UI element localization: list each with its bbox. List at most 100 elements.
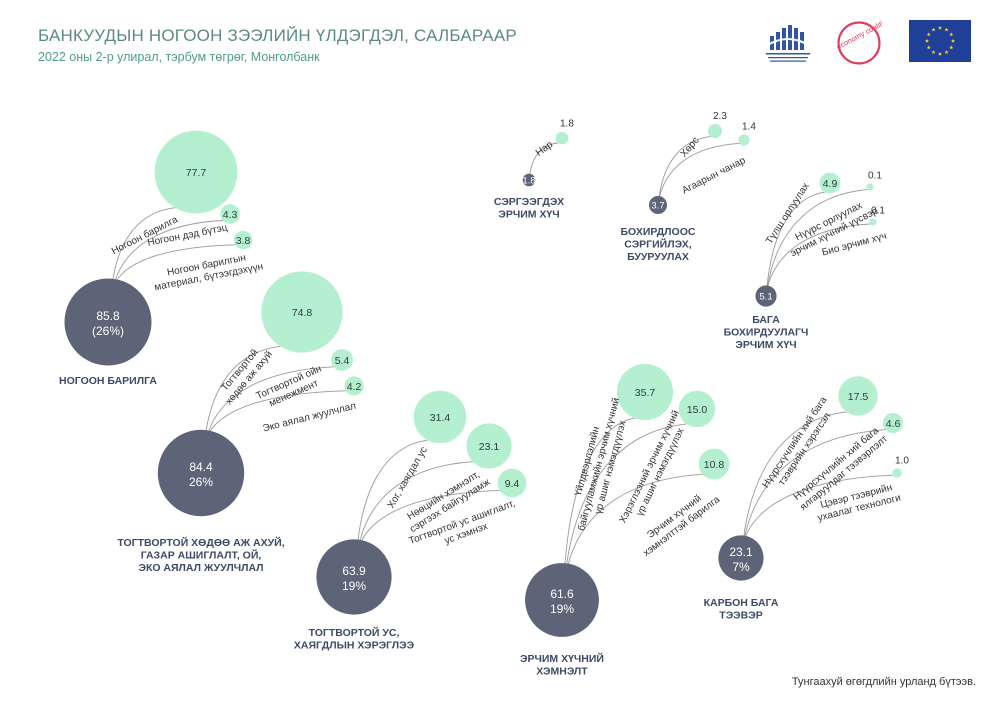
sector-name-line: БОХИРДЛООС bbox=[621, 226, 696, 238]
sub-bubble bbox=[331, 349, 353, 371]
sub-value-label: 4.9 bbox=[823, 178, 838, 190]
sector-name-line: СЭРГИЙЛЭХ, bbox=[624, 238, 692, 251]
eu-star-icon bbox=[944, 27, 949, 32]
sub-bubble bbox=[466, 423, 512, 469]
sub-bubble bbox=[698, 448, 730, 480]
sector-name-line: ЭРЧИМ ХҮЧНИЙ bbox=[520, 652, 604, 665]
sector-name-label: НОГООН БАРИЛГА bbox=[59, 375, 157, 387]
sector-bubble bbox=[718, 535, 764, 581]
sector-name-line: ЭРЧИМ ХҮЧ bbox=[498, 209, 559, 221]
page-subtitle: 2022 оны 2-р улирал, тэрбум төгрөг, Монг… bbox=[38, 50, 320, 64]
sub-bubble bbox=[838, 376, 878, 416]
eu-flag-icon bbox=[909, 20, 971, 62]
sub-bubble bbox=[413, 390, 467, 444]
connector-line bbox=[115, 244, 236, 284]
eu-star-icon bbox=[924, 38, 930, 43]
sub-name-label: Тогтвортой ойнменежмент bbox=[255, 363, 329, 413]
sub-bubble bbox=[344, 376, 364, 396]
sub-value-label: 31.4 bbox=[430, 412, 451, 424]
sector-name-line: БОХИРДУУЛАГЧ bbox=[724, 327, 809, 339]
sub-value-label: 15.0 bbox=[687, 404, 708, 416]
sector-bubble bbox=[755, 285, 777, 307]
sector-share-label: 19% bbox=[550, 602, 574, 616]
sub-value-label: 5.4 bbox=[335, 355, 350, 367]
eu-star-icon bbox=[944, 50, 949, 55]
sub-value-label: 35.7 bbox=[635, 387, 656, 399]
sub-bubble bbox=[882, 412, 904, 434]
gcc-logo-icon bbox=[765, 25, 811, 62]
sector-name-label: ТОГТВОРТОЙ ХӨДӨӨ АЖ АХУЙ,ГАЗАР АШИГЛАЛТ,… bbox=[117, 536, 284, 574]
connector-line bbox=[766, 191, 825, 287]
sector-value-label: 85.8 bbox=[96, 309, 120, 323]
connector-line bbox=[567, 473, 703, 567]
sub-bubble bbox=[555, 131, 569, 145]
sub-name-label: Хөрс bbox=[679, 135, 702, 160]
sub-bubble bbox=[233, 230, 253, 250]
sub-value-label: 74.8 bbox=[292, 307, 313, 319]
eu-star-icon bbox=[926, 45, 931, 50]
sub-bubble bbox=[866, 183, 874, 191]
sector-share-label: 26% bbox=[189, 475, 213, 489]
sub-value-label: 3.8 bbox=[236, 235, 251, 247]
eu-star-icon bbox=[931, 50, 936, 55]
sub-value-label: 1.4 bbox=[742, 121, 756, 132]
sector-bubble bbox=[525, 563, 599, 637]
sector-name-label: ТОГТВОРТОЙ УС,ХАЯГДЛЫН ХЭРЭГЛЭЭ bbox=[294, 626, 415, 652]
source-note: Тунгаахуй өгөгдлийн урланд бүтээв. bbox=[791, 676, 976, 688]
sub-name-label: Ногоон барилгынматериал, бүтээгдэхүүн bbox=[151, 249, 264, 294]
sector-name-line: ТОГТВОРТОЙ ХӨДӨӨ АЖ АХУЙ, bbox=[117, 536, 284, 549]
sub-value-label: 2.3 bbox=[713, 111, 727, 122]
connector-line bbox=[529, 142, 559, 175]
sector-name-line: СЭРГЭЭГДЭХ bbox=[494, 196, 564, 208]
sector-share-label: 19% bbox=[342, 579, 366, 593]
sub-bubble bbox=[261, 271, 343, 353]
sub-name-line: Агаарын чанар bbox=[680, 155, 747, 197]
sub-value-label: 9.4 bbox=[505, 478, 520, 490]
connector-line bbox=[743, 429, 886, 538]
sub-value-label: 4.6 bbox=[886, 418, 901, 430]
eu-star-icon bbox=[949, 45, 954, 50]
sub-bubble bbox=[707, 123, 723, 139]
sector-name-line: ТЭЭВЭР bbox=[719, 610, 762, 622]
connector-layer bbox=[111, 136, 893, 567]
sub-value-label: 1.0 bbox=[895, 455, 909, 466]
sector-name-line: ТОГТВОРТОЙ УС, bbox=[309, 626, 400, 639]
connector-line bbox=[205, 345, 281, 435]
connector-line bbox=[564, 417, 635, 567]
sub-value-label: 77.7 bbox=[186, 167, 207, 179]
connector-line bbox=[744, 474, 893, 538]
connector-line bbox=[207, 366, 334, 435]
sector-value-label: 23.1 bbox=[729, 545, 753, 559]
sector-value-label: 61.6 bbox=[550, 587, 574, 601]
sub-bubble bbox=[220, 204, 240, 224]
connector-line bbox=[114, 220, 223, 283]
sub-bubble bbox=[819, 172, 841, 194]
sector-share-label: (26%) bbox=[92, 324, 124, 338]
sector-name-line: ЭРЧИМ ХҮЧ bbox=[735, 339, 796, 351]
eu-star-icon bbox=[926, 32, 931, 37]
connector-line bbox=[358, 461, 473, 544]
sector-name-line: КАРБОН БАГА bbox=[704, 597, 779, 609]
eu-star-icon bbox=[949, 32, 954, 37]
sub-name-label: Агаарын чанар bbox=[680, 155, 747, 197]
sub-bubble bbox=[678, 390, 716, 428]
connector-line bbox=[357, 439, 428, 544]
sector-bubble bbox=[316, 539, 392, 615]
eu-star-icon bbox=[931, 27, 936, 32]
sector-value-label: 1.8 bbox=[522, 176, 535, 187]
sector-value-label: 63.9 bbox=[342, 564, 366, 578]
sub-value-label: 0.1 bbox=[868, 170, 882, 181]
sub-bubble bbox=[869, 218, 877, 226]
sub-value-label: 4.2 bbox=[347, 381, 362, 393]
sector-bubble bbox=[522, 173, 536, 187]
connector-line bbox=[767, 189, 868, 287]
sector-value-label: 84.4 bbox=[189, 460, 213, 474]
sub-value-label: 1.8 bbox=[560, 119, 574, 130]
sector-value-label: 5.1 bbox=[759, 292, 772, 303]
sub-bubble bbox=[154, 130, 238, 214]
sub-value-label: 10.8 bbox=[704, 459, 725, 471]
